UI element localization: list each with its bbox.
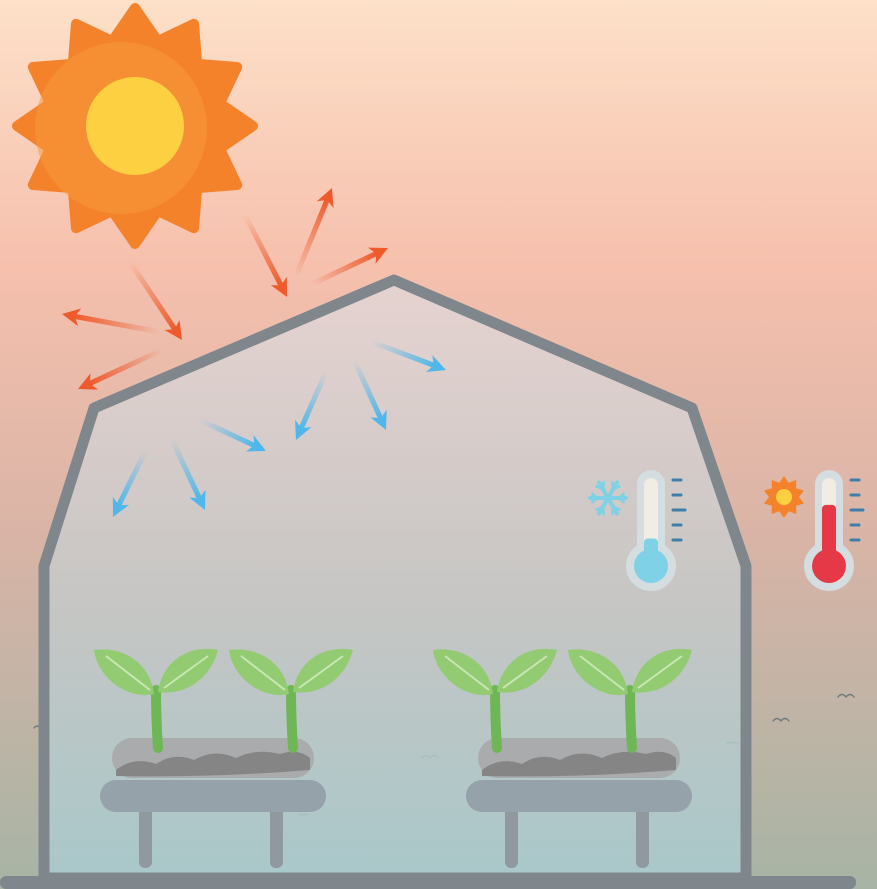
sun-core — [86, 77, 184, 175]
